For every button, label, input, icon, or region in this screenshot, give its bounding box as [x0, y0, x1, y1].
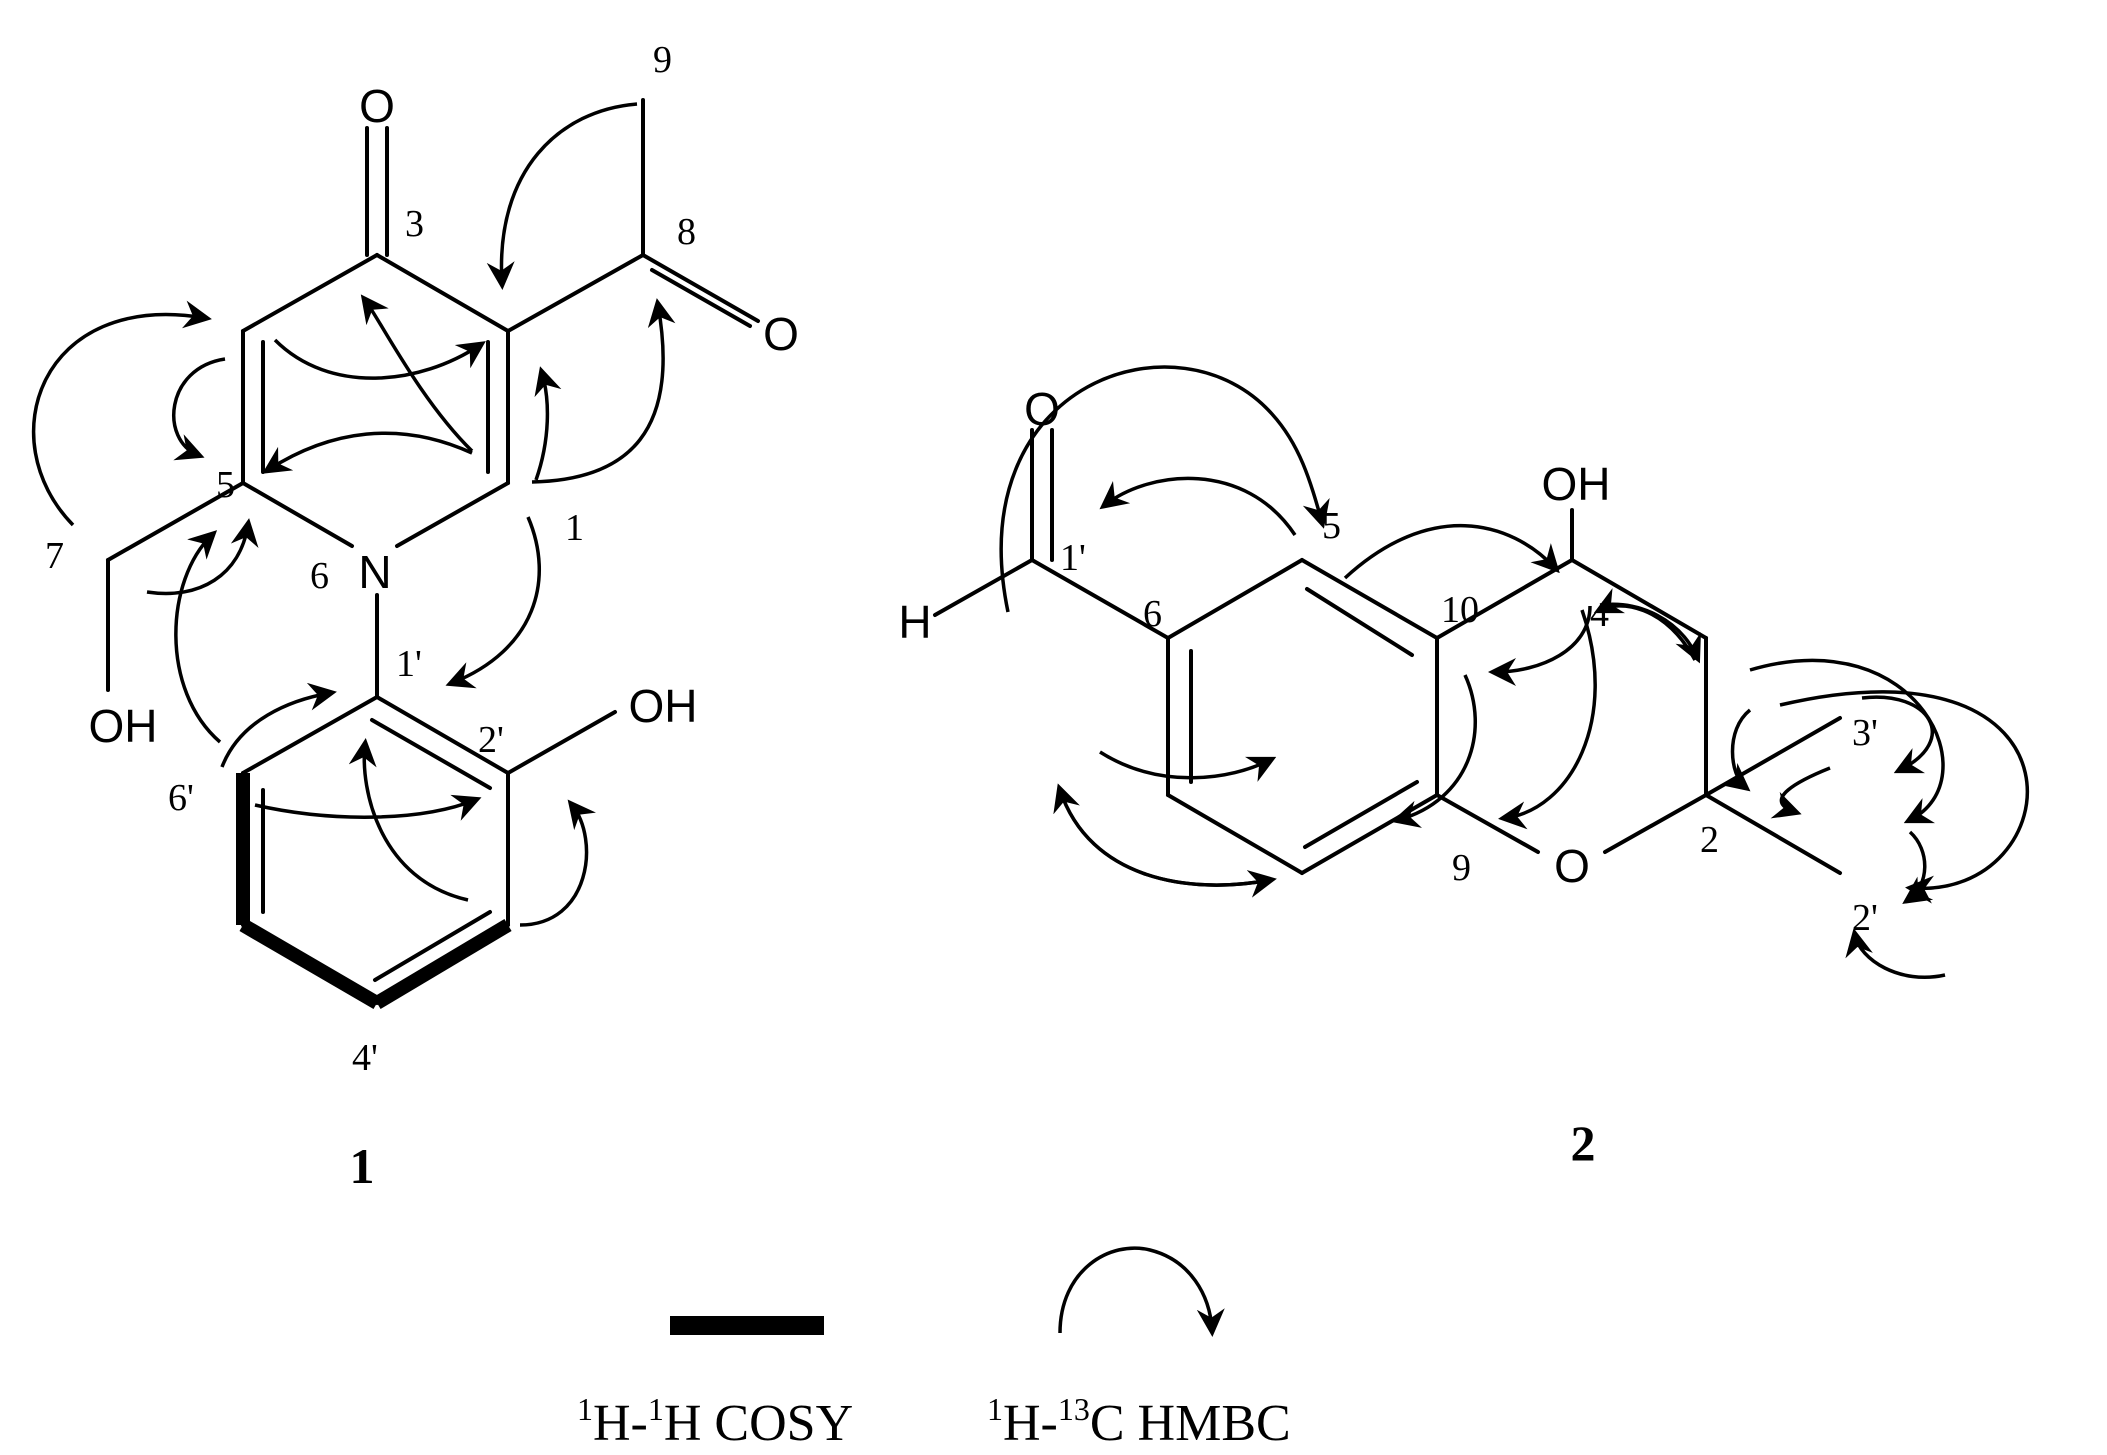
hmbc-c: C HMBC [1090, 1395, 1291, 1452]
compound-2-position-10: 10 [1441, 589, 1479, 631]
hmbc-legend-label: 1H-13C HMBC [987, 1391, 1291, 1452]
compound-1-position-1p: 1' [396, 643, 422, 685]
compound-2-bonds [933, 428, 1842, 875]
cosy-sup-1: 1 [577, 1391, 593, 1427]
compound-2-position-5: 5 [1322, 505, 1341, 547]
hmbc-sup-1: 1 [987, 1391, 1003, 1427]
compound-1-hmbc-arrows [31, 102, 676, 927]
compound-2-aldehyde-hydrogen: H [898, 596, 931, 648]
compound-2-position-1p: 1' [1060, 537, 1086, 579]
compound-1-label: 1 [350, 1138, 375, 1194]
compound-2-hydroxyl-4: OH [1542, 458, 1611, 510]
compound-1-cosy-bonds [236, 773, 512, 1010]
compound-1-position-4p: 4' [352, 1037, 378, 1079]
cosy-sup-2: 1 [648, 1391, 664, 1427]
compound-1-acetyl-oxygen: O [763, 308, 799, 360]
compound-1-position-6: 6 [310, 555, 329, 597]
compound-1-carbonyl-oxygen: O [359, 80, 395, 132]
compound-1-position-7: 7 [45, 535, 64, 577]
compound-1-position-3: 3 [405, 203, 424, 245]
hmbc-legend-arrow [1058, 1246, 1225, 1337]
compound-2-ring-oxygen: O [1554, 840, 1590, 892]
compound-2-hmbc-arrows [999, 365, 2029, 979]
cosy-h2: H COSY [664, 1395, 853, 1452]
compound-1-position-2p: 2' [478, 719, 504, 761]
cosy-h1: H- [593, 1395, 648, 1452]
hmbc-sup-2: 13 [1058, 1391, 1090, 1427]
compound-1-bonds [106, 98, 760, 1005]
cosy-legend-bar [670, 1316, 824, 1335]
compound-2-structure: O H OH O 1' 2 2' 3' 4 5 6 9 10 [898, 365, 2029, 1171]
compound-1-hydroxyl-2p: OH [629, 680, 698, 732]
compound-1-position-9: 9 [653, 39, 672, 81]
compound-2-position-2p: 2' [1852, 897, 1878, 939]
hmbc-h1: H- [1003, 1395, 1058, 1452]
compound-2-position-4: 4 [1590, 593, 1609, 635]
compound-1-position-8: 8 [677, 211, 696, 253]
cosy-legend-label: 1H-1H COSY [577, 1391, 853, 1452]
legend: 1H-1H COSY 1H-13C HMBC [577, 1246, 1291, 1452]
compound-2-position-9: 9 [1452, 847, 1471, 889]
compound-2-position-2: 2 [1700, 819, 1719, 861]
compound-2-position-3p: 3' [1852, 712, 1878, 754]
compound-1-position-5: 5 [216, 464, 235, 506]
compound-1-hydroxyl-7: OH [89, 700, 158, 752]
compound-1-nitrogen: N [358, 546, 391, 598]
compound-1-structure: O O N OH OH 1 3 5 6 7 8 9 1' 2' 4' 6' [31, 39, 799, 1194]
compound-1-position-6p: 6' [168, 777, 194, 819]
compound-2-label: 2 [1571, 1115, 1596, 1171]
compound-1-position-1: 1 [565, 507, 584, 549]
compound-2-position-6: 6 [1143, 593, 1162, 635]
